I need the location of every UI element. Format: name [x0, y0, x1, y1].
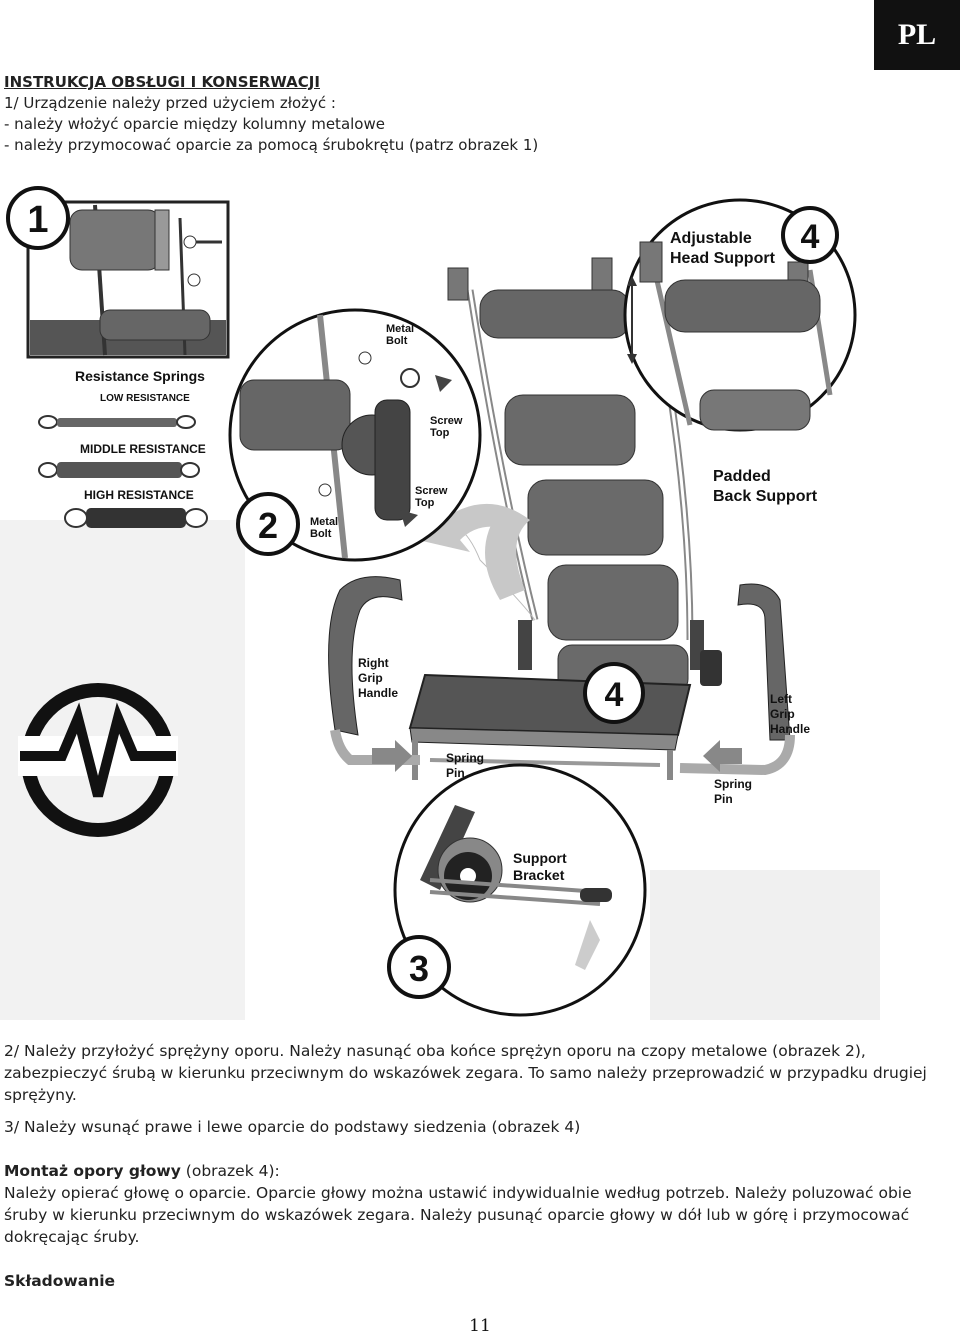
- metal-bolt-bottom-1: Metal: [310, 516, 338, 528]
- high-resistance-label: HIGH RESISTANCE: [84, 488, 194, 502]
- header-block: INSTRUKCJA OBSŁUGI I KONSERWACJI 1/ Urzą…: [4, 72, 864, 156]
- support-label: Support: [513, 850, 567, 866]
- step-badge-4-top-text: 4: [801, 218, 820, 256]
- screw-top-upper-2: Top: [430, 427, 450, 439]
- page-title: INSTRUKCJA OBSŁUGI I KONSERWACJI: [4, 73, 320, 91]
- step-badge-4-top: [781, 206, 839, 264]
- storage-heading: Składowanie: [4, 1272, 116, 1290]
- adjustable-label-2: Head Support: [670, 250, 776, 267]
- paragraph-springs: 2/ Należy przyłożyć sprężyny oporu. Nale…: [4, 1042, 927, 1104]
- left-grip-label-1: Left: [770, 692, 792, 706]
- instruction-line-1: 1/ Urządzenie należy przed użyciem złoży…: [4, 94, 336, 112]
- adjustable-label-1: Adjustable: [670, 230, 752, 247]
- right-grip-label-1: Right: [358, 656, 389, 670]
- step-badge-2-text: 2: [258, 505, 278, 546]
- metal-bolt-top-2: Bolt: [386, 335, 408, 347]
- left-grip-label-3: Handle: [770, 722, 810, 736]
- step-badge-3: [387, 935, 451, 999]
- head-support-heading: Montaż opory głowy: [4, 1162, 181, 1180]
- metal-bolt-top-1: Metal: [386, 323, 414, 335]
- inset-3-support-bracket: [393, 763, 647, 1017]
- paragraph-backrest: 3/ Należy wsunąć prawe i lewe oparcie do…: [4, 1118, 581, 1136]
- padded-label-2: Back Support: [713, 488, 818, 505]
- screw-top-lower-1: Screw: [415, 485, 448, 497]
- inset-2-spring-mount: [228, 308, 482, 562]
- spring-pin-right-1: Spring: [714, 777, 752, 791]
- padded-label-1: Padded: [713, 468, 771, 485]
- spring-pin-left-1: Spring: [446, 751, 484, 765]
- paragraph-head-support-heading: Montaż opory głowy (obrazek 4):: [4, 1160, 956, 1182]
- step-badge-4-seat-text: 4: [605, 676, 624, 714]
- assembly-illustration: 1 Resistance Springs LOW RESISTANCE MIDD…: [0, 180, 960, 1030]
- middle-resistance-label: MIDDLE RESISTANCE: [80, 442, 206, 456]
- language-tab: PL: [874, 0, 960, 70]
- right-grip-label-2: Grip: [358, 671, 383, 685]
- instructions-body: 2/ Należy przyłożyć sprężyny oporu. Nale…: [4, 1040, 956, 1292]
- spring-pin-left-2: Pin: [446, 766, 465, 780]
- resistance-springs-key: Resistance Springs LOW RESISTANCE MIDDLE…: [38, 368, 208, 528]
- bracket-label: Bracket: [513, 867, 565, 883]
- step-badge-1-text: 1: [27, 199, 48, 241]
- step-badge-2: [236, 492, 300, 556]
- resistance-springs-title: Resistance Springs: [75, 368, 205, 384]
- heartbeat-logo-icon: [18, 683, 178, 837]
- left-grip-label-2: Grip: [770, 707, 795, 721]
- instruction-line-3: - należy przymocować oparcie za pomocą ś…: [4, 136, 539, 154]
- step-badge-4-seat: [583, 662, 645, 724]
- head-support-heading-ref: (obrazek 4):: [180, 1162, 280, 1180]
- arrow-right-icon: [372, 740, 412, 772]
- step-badge-1: [6, 186, 70, 250]
- screw-top-upper-1: Screw: [430, 415, 463, 427]
- screw-top-lower-2: Top: [415, 497, 435, 509]
- paragraph-head-support: Należy opierać głowę o oparcie. Oparcie …: [4, 1184, 912, 1246]
- right-grip-label-3: Handle: [358, 686, 398, 700]
- step-badge-3-text: 3: [409, 948, 429, 989]
- low-resistance-label: LOW RESISTANCE: [100, 393, 190, 404]
- page-number: 11: [469, 1316, 491, 1336]
- metal-bolt-bottom-2: Bolt: [310, 528, 332, 540]
- spring-pin-right-2: Pin: [714, 792, 733, 806]
- instruction-line-2: - należy włożyć oparcie między kolumny m…: [4, 115, 385, 133]
